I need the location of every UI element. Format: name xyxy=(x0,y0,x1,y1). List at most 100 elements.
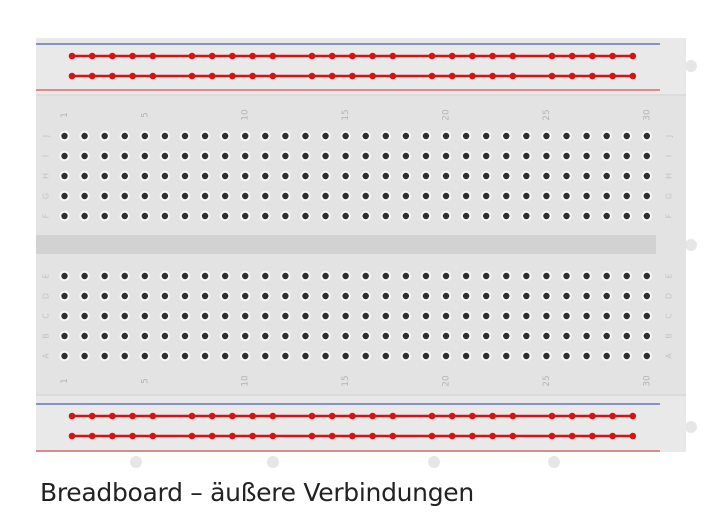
hole xyxy=(603,292,610,300)
rail-hole xyxy=(568,412,576,420)
hole xyxy=(362,272,369,280)
hole xyxy=(583,172,590,180)
rail-hole xyxy=(349,432,356,440)
rail-hole xyxy=(129,412,136,420)
rail-hole xyxy=(489,72,496,80)
hole xyxy=(623,332,630,340)
column-label: 30 xyxy=(642,109,652,121)
hole xyxy=(282,312,289,320)
rail-hole xyxy=(568,52,576,60)
rail-hole xyxy=(389,52,397,60)
hole xyxy=(61,312,68,320)
hole xyxy=(543,272,550,280)
hole xyxy=(422,152,430,160)
rail-hole xyxy=(428,412,436,420)
hole xyxy=(101,272,108,280)
hole xyxy=(221,292,229,300)
hole xyxy=(503,212,510,220)
column-label: 5 xyxy=(140,378,150,384)
rail-hole xyxy=(129,432,136,440)
hole xyxy=(121,172,128,180)
hole xyxy=(362,132,369,140)
row-label: A xyxy=(665,353,674,359)
rail-hole xyxy=(469,432,476,440)
hole xyxy=(242,192,249,200)
rail-hole xyxy=(349,52,356,60)
hole xyxy=(61,172,68,180)
bottom-rail-lower xyxy=(68,432,637,440)
column-label: 10 xyxy=(241,109,251,121)
hole xyxy=(181,352,189,360)
rail-hole xyxy=(609,432,616,440)
hole xyxy=(402,192,410,200)
rail-hole xyxy=(389,72,397,80)
hole xyxy=(121,132,128,140)
hole xyxy=(402,172,410,180)
hole xyxy=(282,152,289,160)
hole xyxy=(362,172,369,180)
hole xyxy=(141,152,149,160)
hole xyxy=(201,192,209,200)
hole xyxy=(543,192,550,200)
rail-hole xyxy=(509,412,517,420)
rail-hole xyxy=(269,72,277,80)
rail-hole xyxy=(489,52,496,60)
hole xyxy=(362,312,369,320)
hole xyxy=(462,292,470,300)
hole xyxy=(563,192,570,200)
hole xyxy=(462,192,470,200)
hole xyxy=(563,172,570,180)
hole xyxy=(322,212,329,220)
hole xyxy=(543,292,550,300)
hole xyxy=(342,312,349,320)
hole xyxy=(462,212,470,220)
rail-hole xyxy=(369,412,376,420)
rail-hole xyxy=(109,72,116,80)
hole xyxy=(141,172,149,180)
hole xyxy=(121,152,128,160)
hole xyxy=(141,352,149,360)
rail-hole xyxy=(249,432,256,440)
rail-hole xyxy=(308,432,316,440)
hole xyxy=(242,292,249,300)
caption-title: Breadboard – äußere Verbindungen xyxy=(40,478,474,507)
hole xyxy=(181,272,189,280)
mount-hole-right-1 xyxy=(685,60,697,72)
hole xyxy=(181,332,189,340)
rail-hole xyxy=(68,412,76,420)
hole xyxy=(101,132,108,140)
hole xyxy=(242,132,249,140)
hole xyxy=(141,292,149,300)
rail-hole xyxy=(109,412,116,420)
rail-hole xyxy=(448,72,456,80)
rail-hole xyxy=(188,72,196,80)
hole xyxy=(563,272,570,280)
hole xyxy=(382,172,389,180)
hole xyxy=(161,132,169,140)
hole xyxy=(523,212,530,220)
hole xyxy=(422,352,430,360)
rail-hole xyxy=(149,72,157,80)
row-label: B xyxy=(665,333,674,339)
mount-hole-right-3 xyxy=(685,421,697,433)
hole xyxy=(121,312,128,320)
hole xyxy=(643,192,651,200)
power-rails xyxy=(68,52,637,440)
rail-hole xyxy=(609,52,616,60)
row-label: E xyxy=(42,273,51,278)
center-channel xyxy=(36,235,656,254)
hole xyxy=(563,212,570,220)
rail-hole xyxy=(469,72,476,80)
hole xyxy=(442,172,450,180)
hole xyxy=(141,132,149,140)
hole xyxy=(503,132,510,140)
top-rail-upper xyxy=(68,52,637,60)
hole xyxy=(181,212,189,220)
hole-row-a xyxy=(59,350,653,362)
hole xyxy=(523,312,530,320)
rail-hole xyxy=(568,72,576,80)
hole xyxy=(523,272,530,280)
hole xyxy=(442,312,450,320)
rail-hole xyxy=(548,52,556,60)
